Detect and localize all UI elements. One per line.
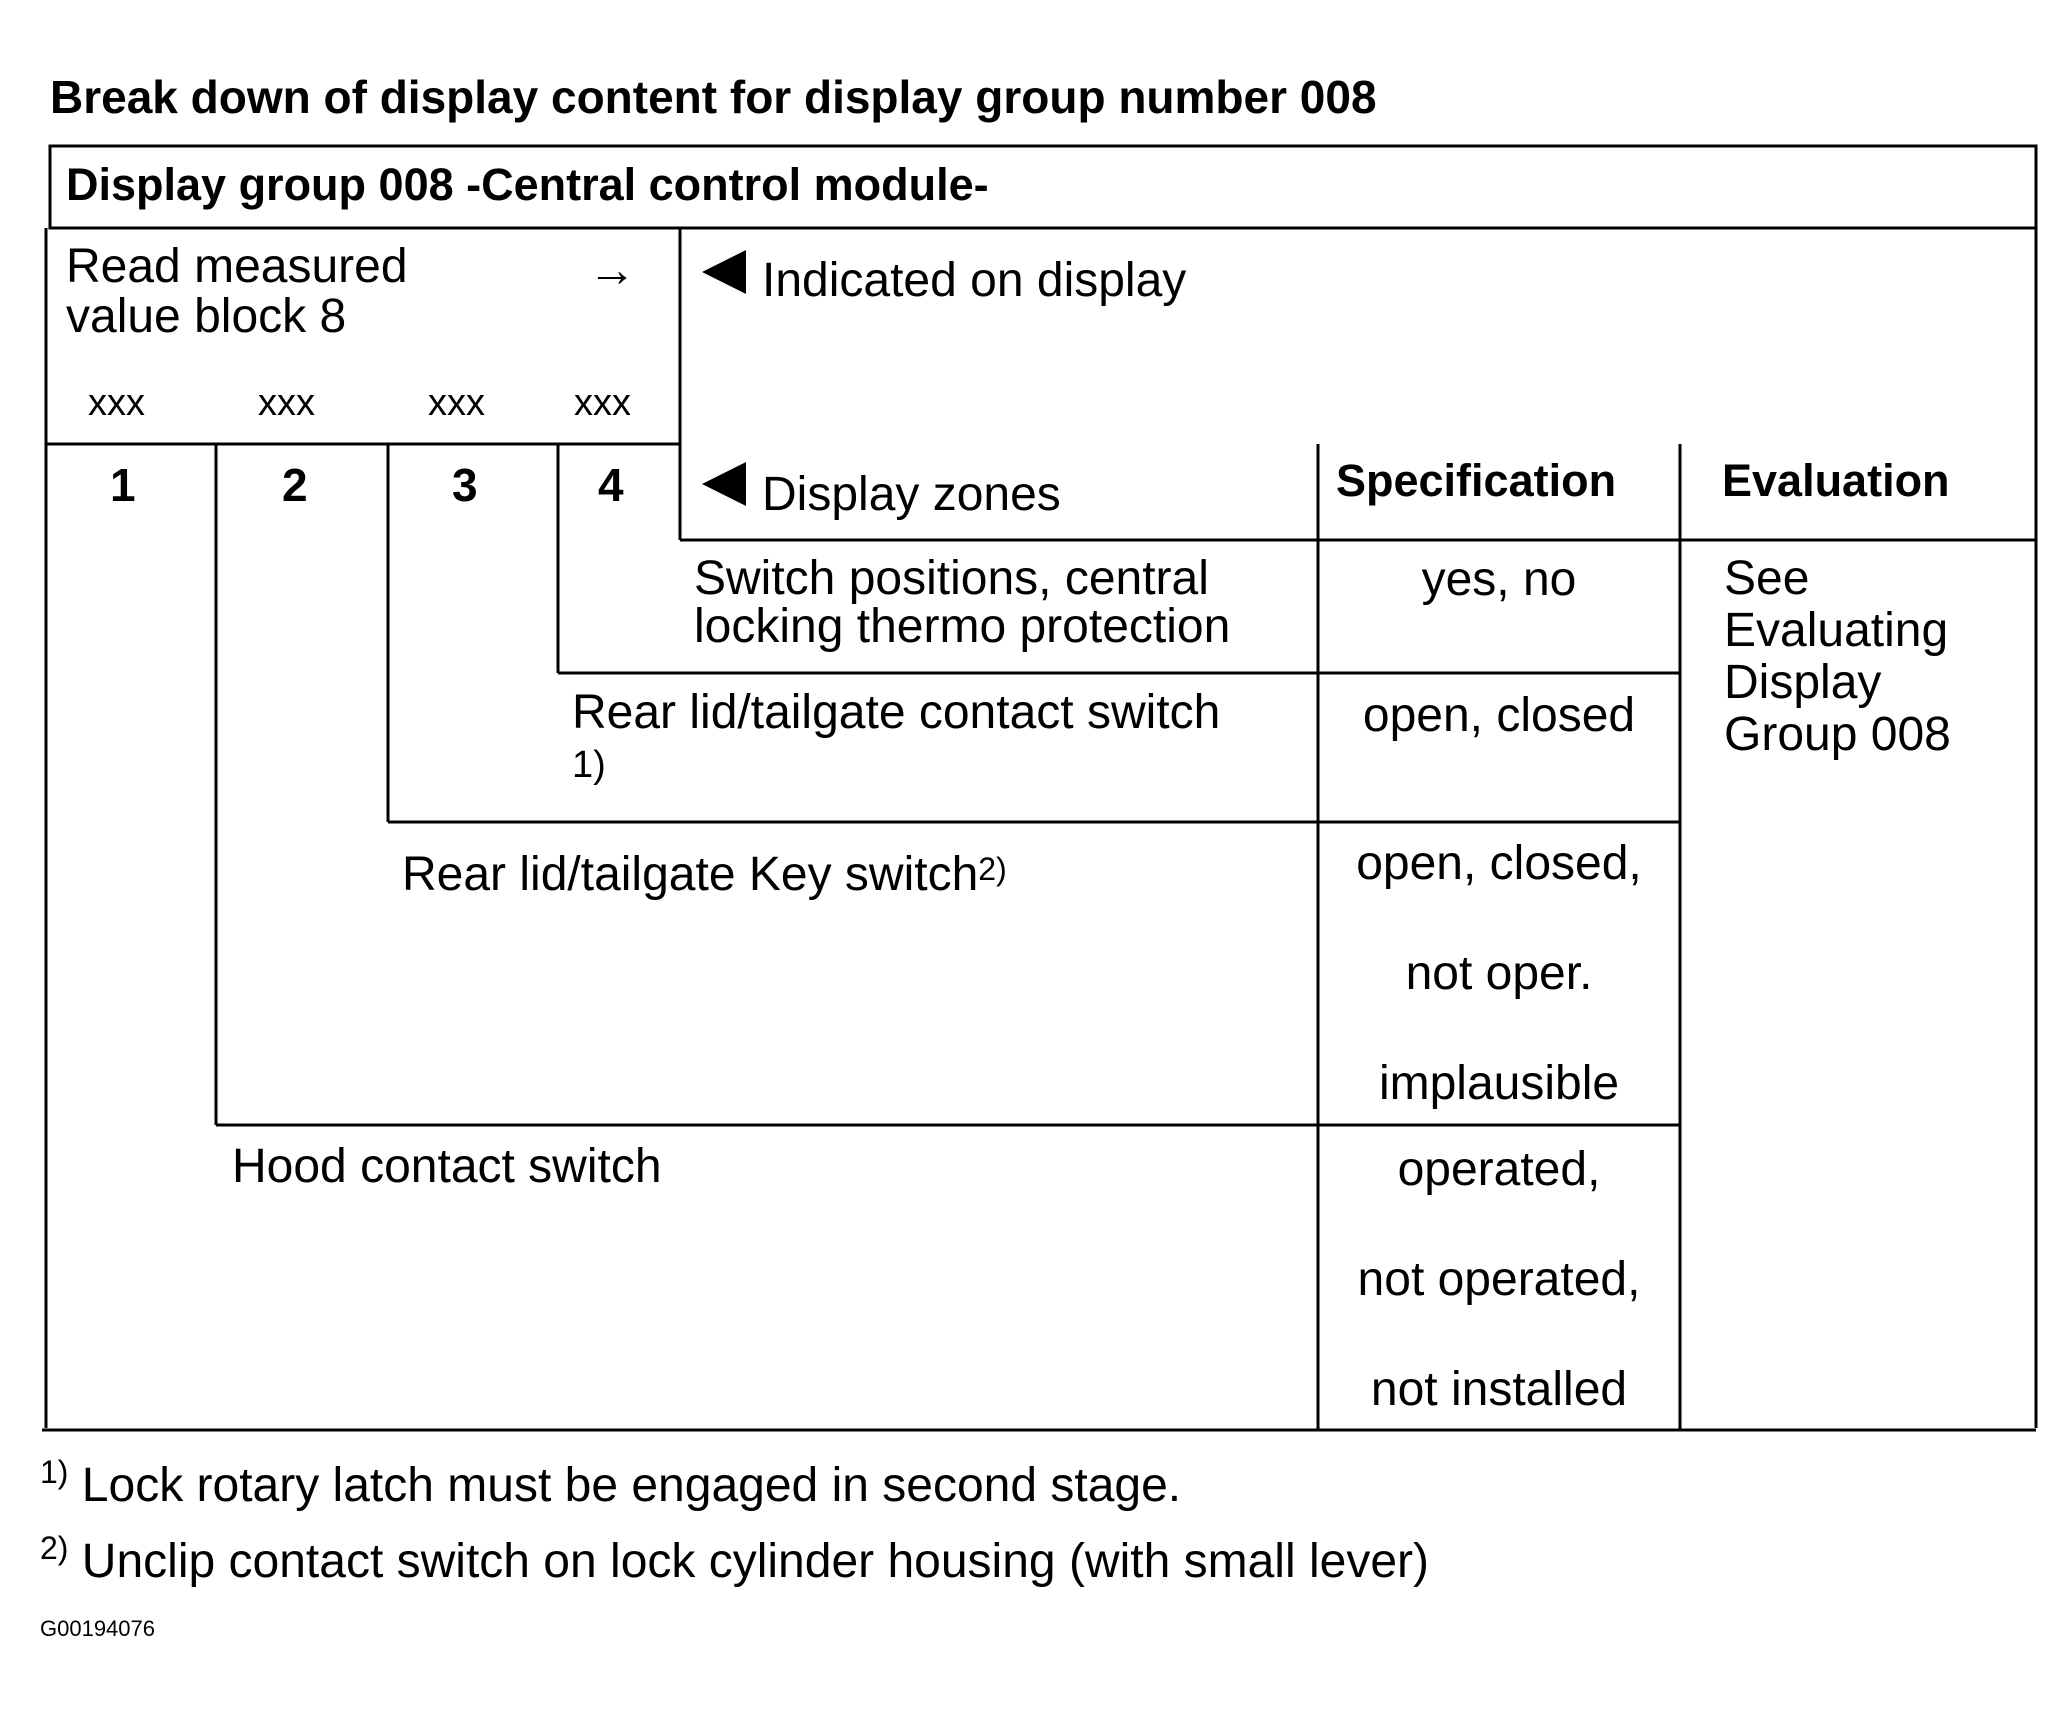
zone-3-footnote-ref: 1): [572, 744, 606, 786]
zone-4-description: Switch positions, central: [694, 552, 1209, 605]
footnote-1-text: Lock rotary latch must be engaged in sec…: [81, 1459, 1182, 1512]
zone-1-spec: operated,: [1397, 1143, 1601, 1196]
footnote-2: 2) Unclip contact switch on lock cylinde…: [40, 1532, 1429, 1588]
zone-number-4: 4: [598, 459, 624, 511]
zone-2-description: Rear lid/tailgate Key switch2): [402, 848, 1007, 901]
footnote-2-mark: 2): [40, 1530, 69, 1566]
display-zones-label: Display zones: [762, 468, 1061, 521]
xxx-value-2: xxx: [258, 382, 315, 424]
group-header-frame: [48, 144, 2038, 230]
specification-header: Specification: [1336, 455, 1617, 506]
evaluation-line: Group 008: [1724, 708, 1951, 761]
footnote-1: 1) Lock rotary latch must be engaged in …: [40, 1456, 1182, 1512]
xxx-value-3: xxx: [428, 382, 485, 424]
zone-2-spec: not oper.: [1405, 947, 1593, 1000]
triangle-marker-icon: [702, 462, 746, 506]
zone-3-description: Rear lid/tailgate contact switch: [572, 686, 1221, 739]
read-block-line2: value block 8: [66, 290, 347, 343]
indicated-on-display-label: Indicated on display: [762, 254, 1187, 307]
zone-number-1: 1: [110, 459, 136, 511]
group-header: Display group 008 -Central control modul…: [66, 159, 989, 210]
zone-4-spec: yes, no: [1421, 553, 1577, 606]
read-block-line1: Read measured: [66, 240, 408, 293]
xxx-value-1: xxx: [88, 382, 145, 424]
zone-1-spec: not operated,: [1357, 1253, 1641, 1306]
zone-3-spec: open, closed: [1362, 689, 1636, 742]
xxx-value-4: xxx: [574, 382, 631, 424]
evaluation-line: Evaluating: [1724, 604, 1949, 657]
zone-number-3: 3: [452, 459, 478, 511]
right-arrow-icon: →: [588, 244, 636, 297]
page-title: Break down of display content for displa…: [50, 71, 1377, 123]
zone-4-description: locking thermo protection: [694, 600, 1231, 653]
zone-number-2: 2: [282, 459, 308, 511]
zone-2-footnote-ref: 2): [978, 851, 1007, 887]
zone-1-spec: not installed: [1370, 1363, 1628, 1416]
footnote-1-mark: 1): [40, 1454, 69, 1490]
figure-code: G00194076: [40, 1616, 155, 1641]
evaluation-header: Evaluation: [1722, 455, 1950, 506]
zone-1-description: Hood contact switch: [232, 1140, 662, 1193]
footnote-2-text: Unclip contact switch on lock cylinder h…: [81, 1535, 1429, 1588]
zone-2-spec: open, closed,: [1356, 837, 1642, 890]
evaluation-line: See: [1724, 552, 1810, 605]
evaluation-line: Display: [1724, 656, 1882, 709]
triangle-marker-icon: [702, 250, 746, 294]
zone-2-spec: implausible: [1378, 1057, 1620, 1110]
